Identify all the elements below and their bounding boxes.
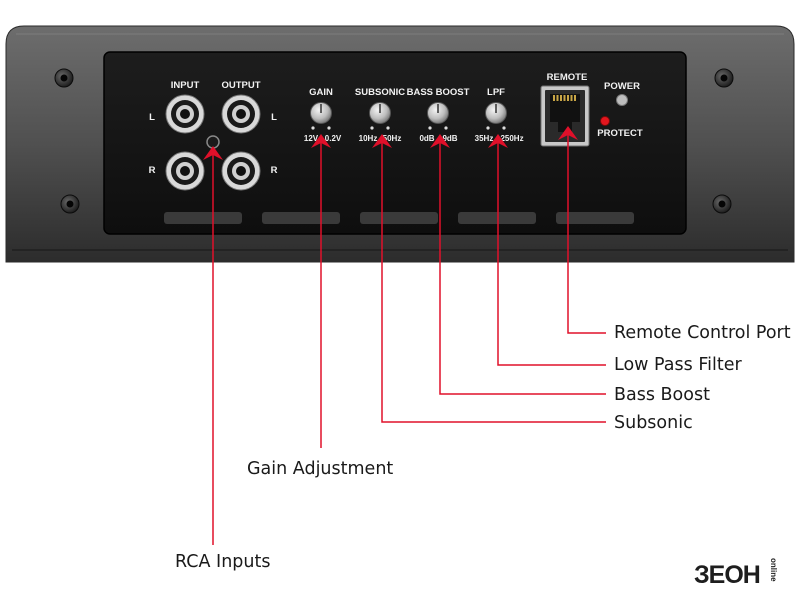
callout-low-pass-filter: Low Pass Filter [614,355,742,375]
screw-icon [66,200,74,208]
svg-text:ЗEOH: ЗEOH [694,561,760,589]
callout-gain-adjustment: Gain Adjustment [247,459,393,479]
screw-icon [60,74,68,82]
left-channel-label-input: L [149,112,155,123]
lpf-max-label: 250Hz [500,134,523,143]
callout-bass-boost: Bass Boost [614,385,710,405]
protect-led [600,116,610,126]
arrow-up-icon [372,134,392,148]
bass-boost-knob[interactable] [427,102,449,130]
bass-boost-max-label: 9dB [442,134,457,143]
output-label: OUTPUT [221,80,260,91]
subsonic-label: SUBSONIC [355,87,405,98]
arrow-up-icon [203,146,223,160]
screw-icon [718,200,726,208]
corner-screws [54,68,734,214]
bass-boost-min-label: 0dB [419,134,434,143]
rca-output-left-jack[interactable] [221,94,261,134]
power-label: POWER [604,81,640,92]
right-channel-label-output: R [271,165,278,176]
screw-icon [720,74,728,82]
protect-label: PROTECT [597,128,643,139]
gain-max-label: 0.2V [325,134,342,143]
subsonic-knob[interactable] [369,102,391,130]
callout-lines [212,132,606,545]
lpf-knob[interactable] [485,102,507,130]
logo: ЗEOH online [694,558,778,589]
callout-rca-inputs: RCA Inputs [175,552,270,572]
arrow-up-icon [488,134,508,148]
left-channel-label-output: L [271,112,277,123]
callout-arrows [203,126,578,160]
lpf-label: LPF [487,87,505,98]
remote-label: REMOTE [547,72,588,83]
rca-input-left-jack[interactable] [165,94,205,134]
arrow-up-icon [558,126,578,140]
gain-label: GAIN [309,87,333,98]
arrow-up-icon [430,134,450,148]
right-channel-label-input: R [149,165,156,176]
arrow-up-icon [311,134,331,148]
subsonic-min-label: 10Hz [359,134,378,143]
power-led [616,94,628,106]
vent-slots [164,212,634,224]
gain-min-label: 12V [304,134,319,143]
lpf-min-label: 35Hz [475,134,494,143]
subsonic-max-label: 50Hz [383,134,402,143]
gain-knob[interactable] [310,102,332,130]
bass-boost-label: BASS BOOST [407,87,470,98]
rca-input-right-jack[interactable] [165,151,205,191]
remote-port[interactable] [540,85,590,147]
svg-text:online: online [769,558,778,582]
callout-remote-control-port: Remote Control Port [614,323,791,343]
rca-output-right-jack[interactable] [221,151,261,191]
callout-subsonic: Subsonic [614,413,693,433]
input-label: INPUT [171,80,200,91]
